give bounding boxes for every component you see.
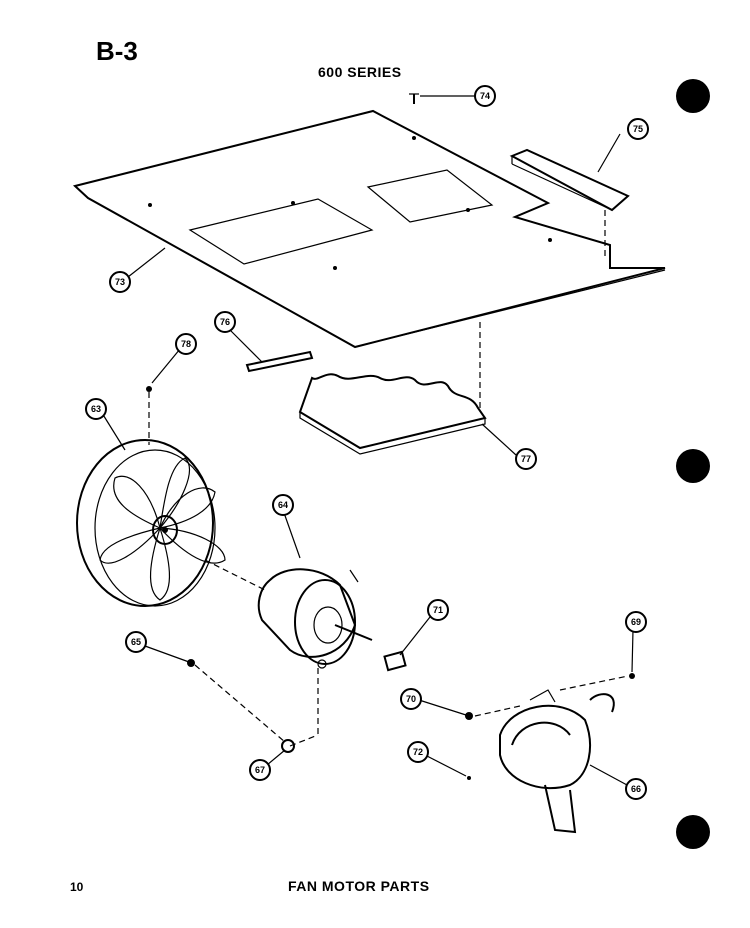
svg-text:74: 74 xyxy=(480,91,490,101)
page-number: 10 xyxy=(70,880,84,894)
callout-63: 63 xyxy=(85,398,107,420)
binder-hole-bottom xyxy=(676,815,710,849)
svg-text:75: 75 xyxy=(633,124,643,134)
svg-text:70: 70 xyxy=(406,694,416,704)
capacitor-clip xyxy=(383,650,407,672)
fan-blade xyxy=(76,439,226,607)
series-title: 600 SERIES xyxy=(318,64,402,80)
callout-72: 72 xyxy=(407,741,429,763)
svg-text:78: 78 xyxy=(181,339,191,349)
svg-text:69: 69 xyxy=(631,617,641,627)
fan-motor xyxy=(257,568,373,669)
callout-67: 67 xyxy=(249,759,271,781)
callout-65: 65 xyxy=(125,631,147,653)
alignment-lines xyxy=(148,210,629,747)
callout-76: 76 xyxy=(214,311,236,333)
mounting-bracket xyxy=(509,148,630,212)
svg-text:71: 71 xyxy=(433,605,443,615)
callout-78: 78 xyxy=(175,333,197,355)
top-cover-panel xyxy=(72,109,666,349)
callout-71: 71 xyxy=(427,599,449,621)
insulation-pad xyxy=(298,373,487,455)
hardware-nuts xyxy=(187,659,635,780)
callout-70: 70 xyxy=(400,688,422,710)
callout-77: 77 xyxy=(515,448,537,470)
callout-66: 66 xyxy=(625,778,647,800)
binder-hole-middle xyxy=(676,449,710,483)
svg-text:63: 63 xyxy=(91,404,101,414)
svg-text:64: 64 xyxy=(278,500,288,510)
leader-lines xyxy=(101,95,634,786)
screw-74 xyxy=(409,93,419,104)
callout-73: 73 xyxy=(109,271,131,293)
callout-64: 64 xyxy=(272,494,294,516)
svg-text:77: 77 xyxy=(521,454,531,464)
callout-74: 74 xyxy=(474,85,496,107)
svg-text:66: 66 xyxy=(631,784,641,794)
svg-text:67: 67 xyxy=(255,765,265,775)
motor-mount-bracket xyxy=(499,689,615,834)
page-label: B-3 xyxy=(96,36,138,66)
svg-text:72: 72 xyxy=(413,747,423,757)
retainer-strip xyxy=(245,350,314,373)
svg-text:76: 76 xyxy=(220,317,230,327)
callout-69: 69 xyxy=(625,611,647,633)
binder-hole-top xyxy=(676,79,710,113)
footer-title: FAN MOTOR PARTS xyxy=(288,878,430,894)
svg-text:73: 73 xyxy=(115,277,125,287)
set-screw xyxy=(146,386,152,392)
callout-75: 75 xyxy=(627,118,649,140)
svg-text:65: 65 xyxy=(131,637,141,647)
